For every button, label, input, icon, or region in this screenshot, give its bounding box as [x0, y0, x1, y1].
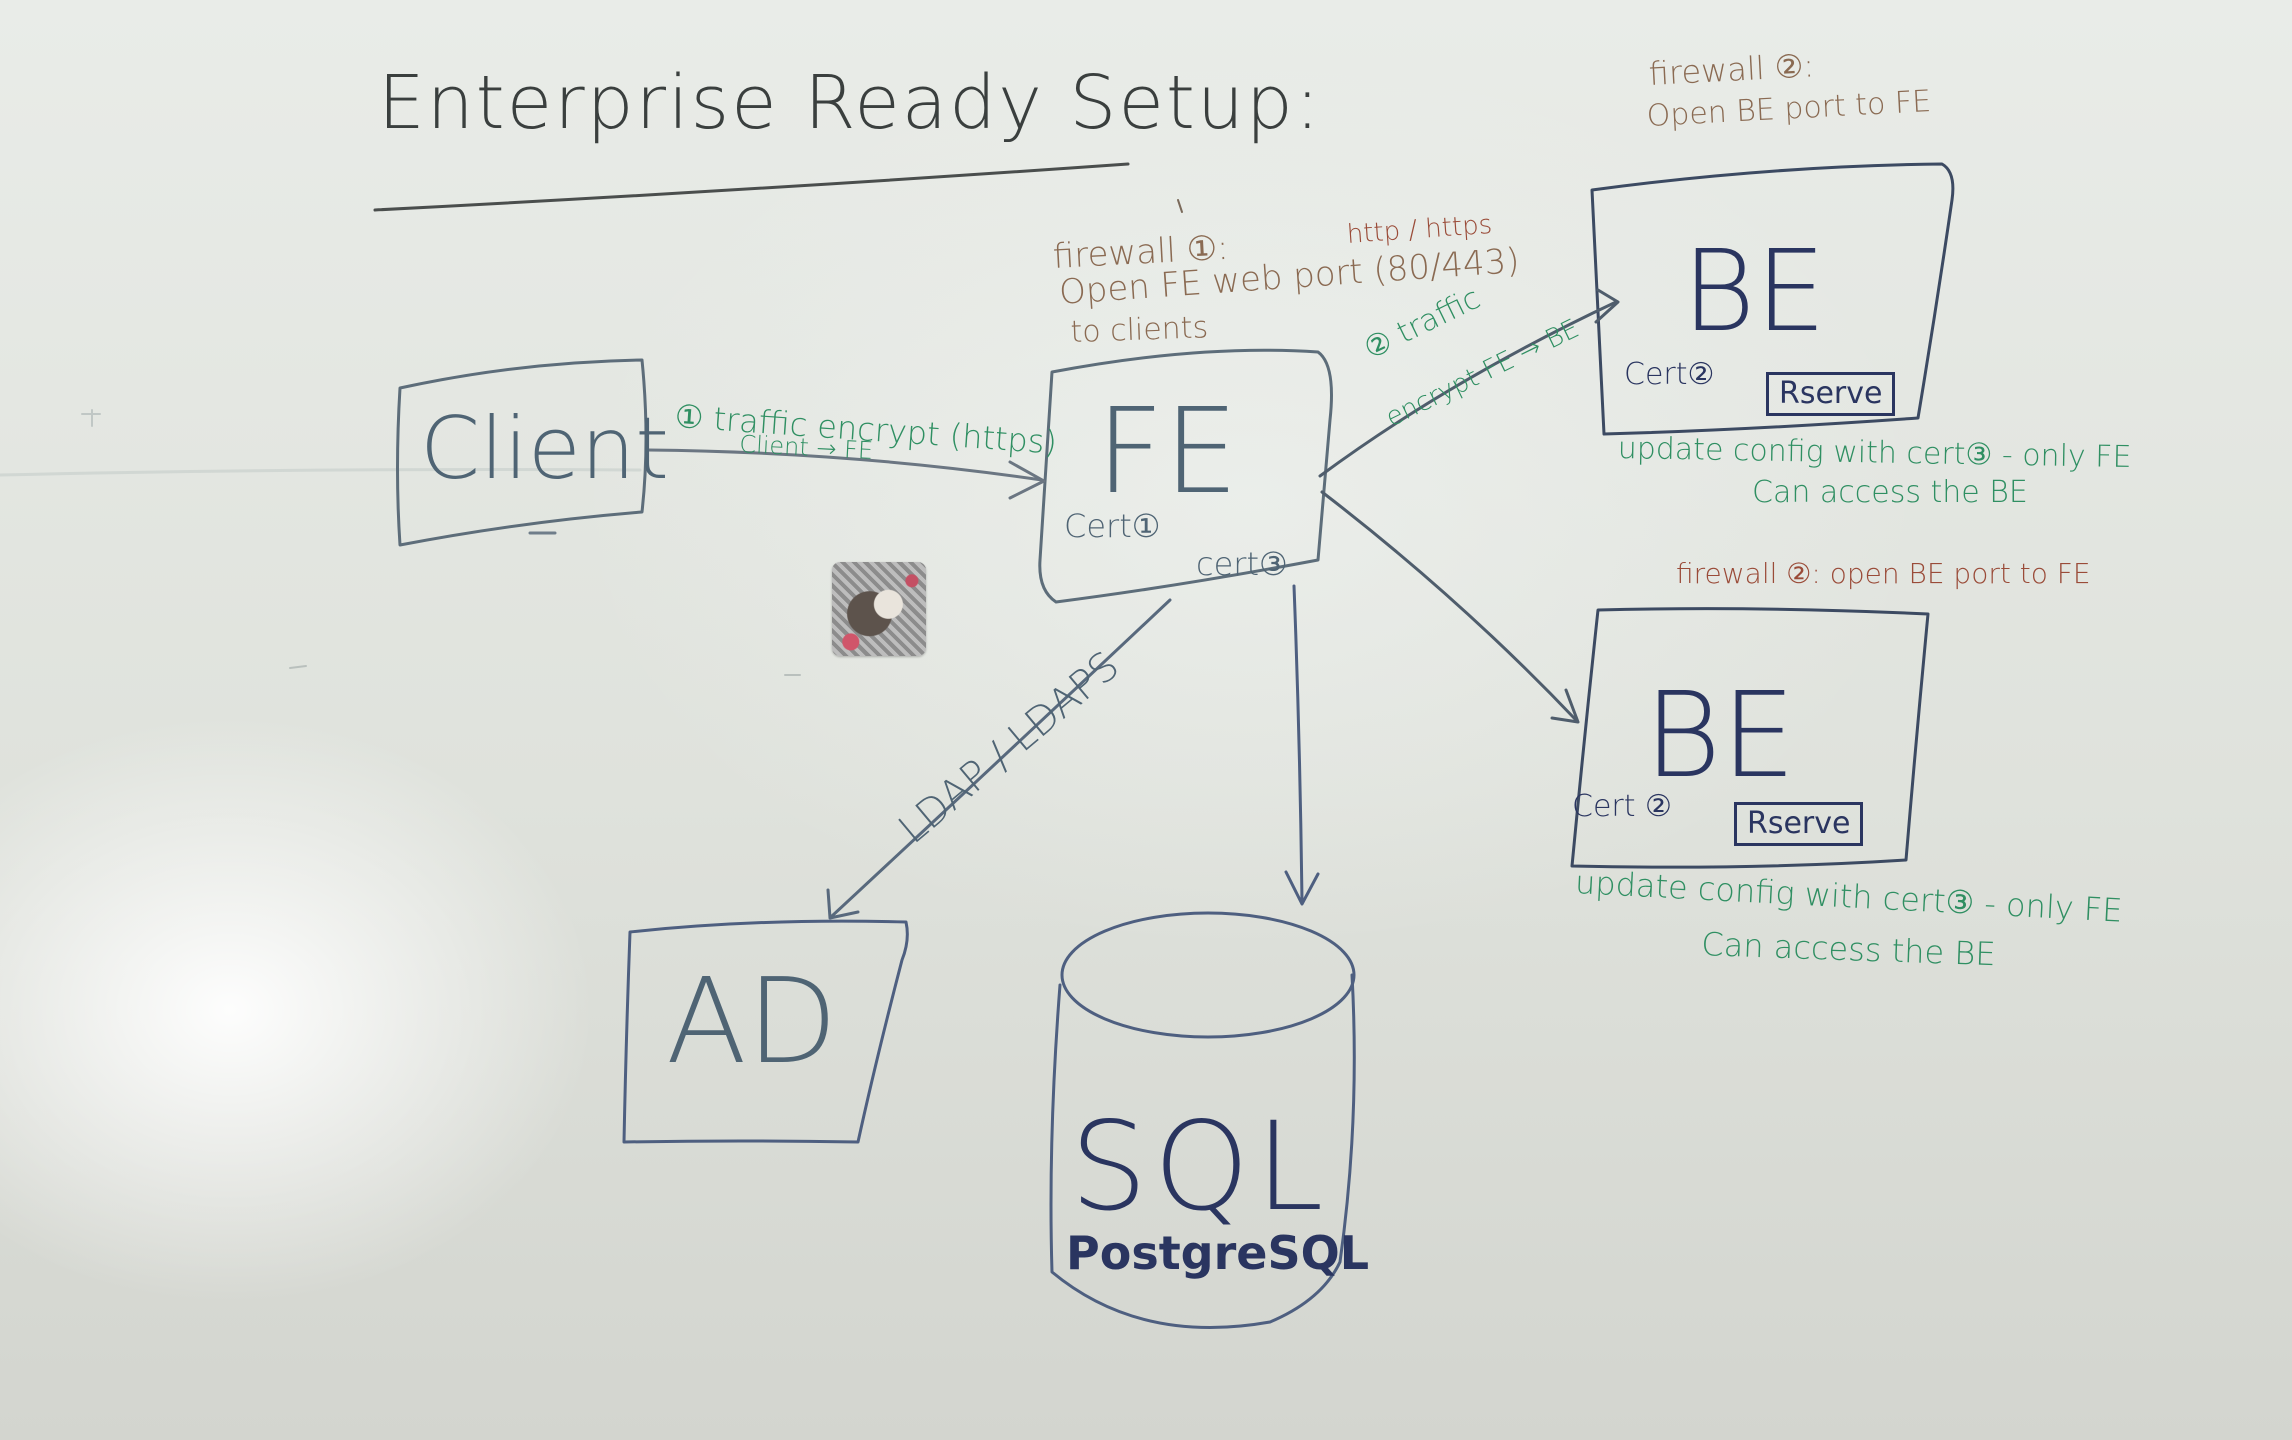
stray-mark: [289, 665, 307, 669]
be-bottom-rserve: Rserve: [1734, 802, 1864, 846]
fe-cert1: Cert①: [1064, 507, 1161, 545]
title-underline: [373, 162, 1130, 212]
be-bottom-cert: Cert ②: [1572, 789, 1672, 824]
firewall2-bottom: firewall ②: open BE port to FE: [1676, 557, 2091, 590]
firewall1-line3: to clients: [1069, 310, 1209, 350]
fe-label: FE: [1096, 382, 1239, 520]
fe-box: [1038, 348, 1333, 604]
client-fe-arrow: [646, 448, 1044, 482]
fe-be-top-arrow: [1318, 300, 1618, 478]
fe-be-bottom-arrow: [1320, 490, 1578, 722]
stray-mark: [1177, 199, 1183, 213]
fe-ad-arrow: [830, 598, 1172, 918]
update-top-line2: Can access the BE: [1752, 475, 2028, 510]
traffic1-line2: Client → FE: [738, 430, 874, 465]
update-top-line1: update config with cert③ - only FE: [1617, 431, 2132, 475]
be-top-label: BE: [1682, 227, 1827, 357]
be-bottom-label: BE: [1644, 666, 1796, 804]
fe-cert3: cert③: [1196, 545, 1288, 583]
update-bottom-line2: Can access the BE: [1700, 925, 1997, 974]
db-label: SQL: [1070, 1096, 1330, 1238]
be-top-rserve: Rserve: [1766, 372, 1896, 416]
be-top-box: [1590, 162, 1955, 436]
db-body: [1049, 973, 1356, 1329]
be-top-cert: Cert②: [1624, 357, 1715, 392]
ad-box: [622, 919, 909, 1144]
firewall2-top-line1: firewall ②:: [1647, 46, 1816, 93]
client-label: Client: [420, 399, 669, 499]
stray-mark: [81, 409, 101, 427]
ghost-line: [0, 468, 642, 477]
db-sublabel: PostgreSQL: [1066, 1226, 1370, 1280]
be-bottom-box: [1570, 607, 1930, 869]
client-box: [396, 358, 648, 547]
page-title: Enterprise Ready Setup:: [378, 60, 1322, 146]
db-top: [1060, 911, 1356, 1039]
fe-db-arrow: [1292, 584, 1304, 904]
ad-label: AD: [666, 952, 838, 1090]
magnet-sticker: [832, 562, 926, 656]
